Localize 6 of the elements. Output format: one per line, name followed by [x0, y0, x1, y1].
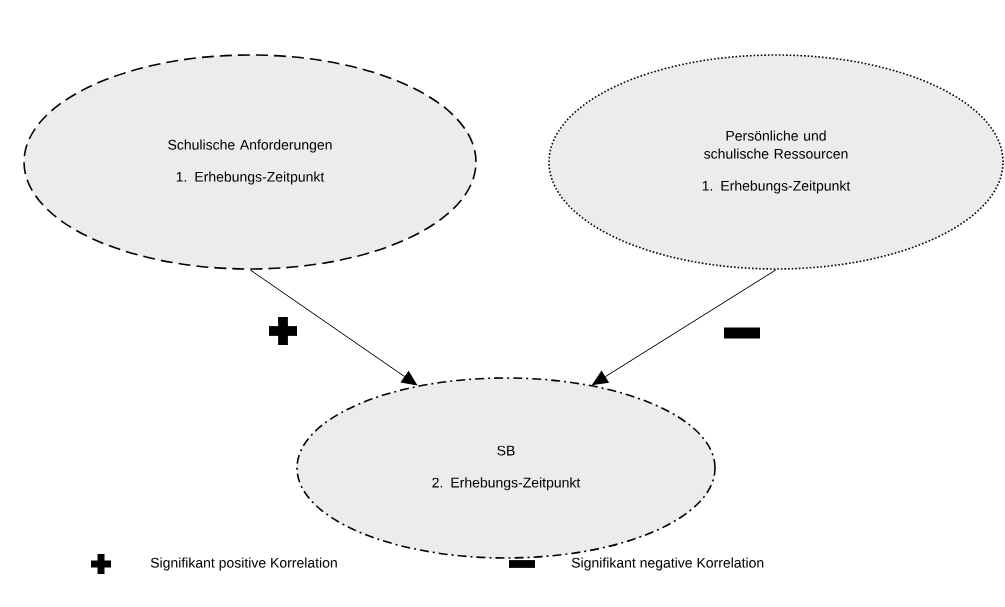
- legend-text: Signifikant negative Korrelation: [571, 557, 764, 571]
- arrow: [249, 269, 418, 386]
- ellipse-node: Persönliche und schulische Ressourcen 1. Erhebungs-Zeitpunkt: [548, 54, 1004, 270]
- ellipse-node: Schulische Anforderungen 1. Erhebungs-Zeitpunkt: [23, 54, 477, 270]
- legend-text: Signifikant positive Korrelation: [150, 557, 337, 571]
- arrow: [592, 269, 777, 385]
